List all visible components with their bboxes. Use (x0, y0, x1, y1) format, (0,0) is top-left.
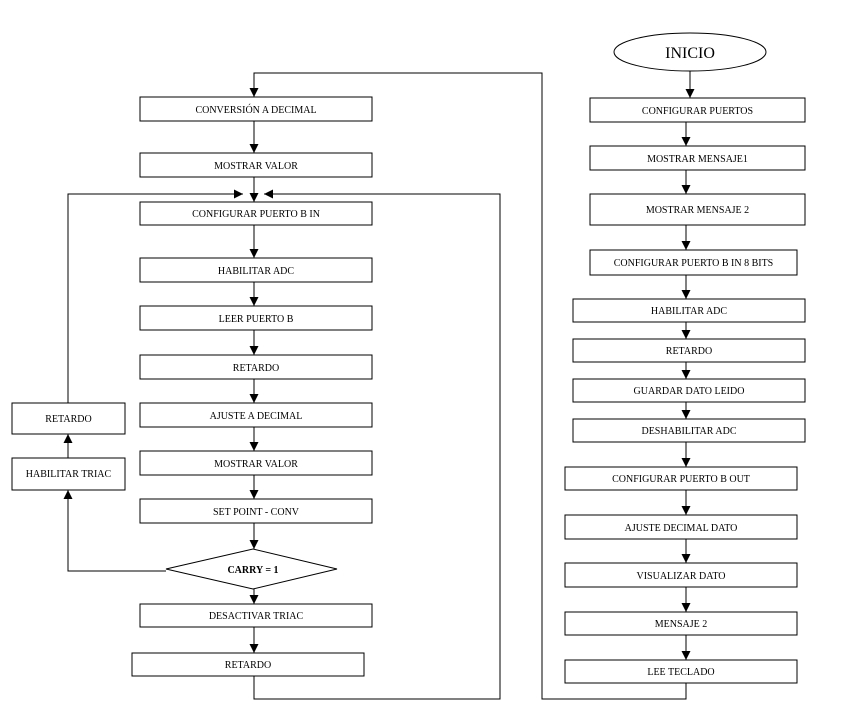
process-box-mensaje-2 (564, 611, 798, 636)
process-label: AJUSTE DECIMAL DATO (625, 523, 738, 534)
process-box-retardo (139, 354, 373, 380)
process-label: RETARDO (45, 414, 91, 425)
process-label: HABILITAR ADC (218, 266, 294, 277)
process-label: GUARDAR DATO LEIDO (634, 386, 745, 397)
connector-lee-teclado-to-conversion (249, 72, 687, 700)
process-box-deshabilitar-adc (572, 418, 806, 443)
process-box-habilitar-adc (139, 257, 373, 283)
process-box-mostrar-valor (139, 152, 373, 178)
process-label: MENSAJE 2 (655, 619, 708, 630)
process-box-visualizar-dato (564, 562, 798, 588)
connector-retardo-loop (253, 189, 501, 700)
process-box-conversion-a-decimal (139, 96, 373, 122)
process-label: AJUSTE A DECIMAL (210, 411, 303, 422)
process-box-leer-puerto-b (139, 305, 373, 331)
process-label: RETARDO (225, 660, 271, 671)
connector-carry-to-habilitar-triac (63, 490, 166, 572)
process-label: MOSTRAR MENSAJE1 (647, 154, 748, 165)
process-label: DESACTIVAR TRIAC (209, 611, 304, 622)
process-box-configurar-puerto-b-in-8-bits (589, 249, 798, 276)
process-box-retardo-final (131, 652, 365, 677)
process-label: HABILITAR ADC (651, 306, 727, 317)
process-label: DESHABILITAR ADC (641, 426, 736, 437)
process-label: RETARDO (233, 363, 279, 374)
process-label: CONFIGURAR PUERTO B IN 8 BITS (614, 258, 774, 269)
process-box-ajuste-decimal-dato (564, 514, 798, 540)
process-label: LEER PUERTO B (219, 314, 294, 325)
process-label: LEE TECLADO (647, 667, 714, 678)
process-box-mostrar-valor-2 (139, 450, 373, 476)
decision-label: CARRY = 1 (227, 565, 278, 576)
process-label: CONVERSIÓN A DECIMAL (195, 104, 316, 116)
process-box-set-point-conv (139, 498, 373, 524)
process-label: RETARDO (666, 346, 712, 357)
process-label: CONFIGURAR PUERTO B IN (192, 209, 320, 220)
connector-side-retardo-loop (67, 189, 243, 403)
process-box-guardar-dato-leido (572, 378, 806, 403)
process-box-desactivar-triac (139, 603, 373, 628)
process-box-configurar-puerto-b-out (564, 466, 798, 491)
process-box-ajuste-a-decimal (139, 402, 373, 428)
process-label: CONFIGURAR PUERTOS (642, 106, 753, 117)
process-box-habilitar-adc (572, 298, 806, 323)
process-label: MOSTRAR VALOR (214, 459, 298, 470)
process-box-mostrar-mensaje1 (589, 145, 806, 171)
process-box-configurar-puertos (589, 97, 806, 123)
process-box-retardo-side (11, 402, 126, 435)
process-label: SET POINT - CONV (213, 507, 300, 518)
process-label: MOSTRAR VALOR (214, 161, 298, 172)
decision-carry (165, 548, 338, 590)
process-box-lee-teclado (564, 659, 798, 684)
process-label: VISUALIZAR DATO (637, 571, 726, 582)
process-label: MOSTRAR MENSAJE 2 (646, 205, 749, 216)
process-box-mostrar-mensaje-2 (589, 193, 806, 226)
process-label: CONFIGURAR PUERTO B OUT (612, 474, 750, 485)
process-box-retardo (572, 338, 806, 363)
process-label: HABILITAR TRIAC (26, 469, 112, 480)
process-box-configurar-puerto-b-in (139, 201, 373, 226)
start-label: INICIO (665, 45, 715, 62)
